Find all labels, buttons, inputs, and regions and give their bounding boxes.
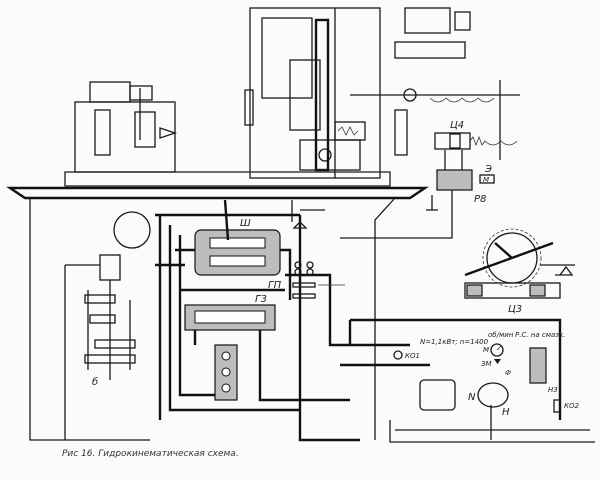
cylinder-c4: Ц4 [434, 120, 518, 150]
label-pump: Н [502, 407, 510, 418]
headstock [74, 81, 178, 173]
clutch-gp [292, 261, 345, 299]
distributor-r8: М Э Р8 [340, 150, 495, 239]
valve-g3: Г3 [184, 294, 276, 331]
figure-caption: Рис 16. Гидрокинематическая схема. [62, 449, 239, 459]
gearbox: б [64, 254, 136, 440]
motor-spec: N=1,1кВт; n=1400 [420, 338, 489, 346]
label-zm: ЗМ [481, 360, 492, 368]
label-n3: Н3 [548, 386, 558, 394]
label-ko2: КО2 [564, 402, 579, 410]
machine-column [244, 7, 381, 179]
machine-bed [6, 171, 429, 441]
label-r8: Р8 [474, 194, 486, 205]
label-filter: Ф [505, 369, 511, 377]
rpm-unit: об/мин [488, 331, 514, 339]
label-e: Э [484, 164, 492, 175]
label-gp: ГП [268, 280, 282, 291]
label-em: М [483, 176, 489, 184]
dial-c3: Ц3 [464, 228, 575, 315]
feed-mechanism [350, 7, 520, 160]
label-b: б [92, 376, 98, 388]
lube-label: Р.С. на смазк. [515, 331, 565, 339]
label-sh: Ш [240, 218, 251, 229]
label-c4: Ц4 [450, 120, 464, 131]
label-motor: N [468, 392, 476, 403]
label-c3: Ц3 [508, 304, 522, 315]
valve-stack [214, 344, 238, 401]
label-ko1: КО1 [405, 352, 420, 360]
label-manometer: М [483, 346, 489, 354]
pipelines [155, 200, 562, 442]
label-g3: Г3 [255, 294, 267, 305]
valve-sh: Ш [194, 199, 281, 276]
pump-station: N Н N=1,1кВт; n=1400 об/мин Р.С. на смаз… [389, 331, 595, 443]
